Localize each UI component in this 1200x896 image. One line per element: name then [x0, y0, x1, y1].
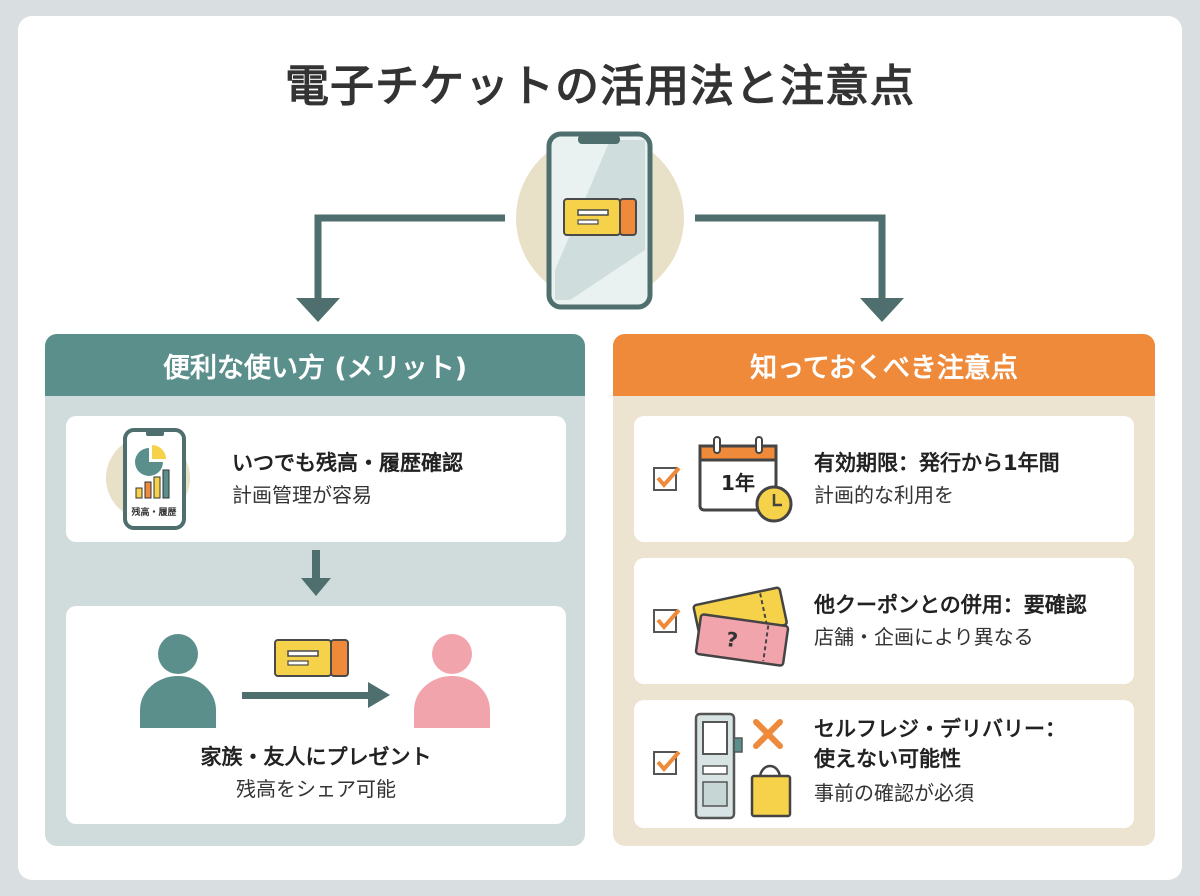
- merit-gift-desc: 残高をシェア可能: [236, 777, 396, 801]
- connector-arrow-right: [695, 214, 886, 298]
- calendar-clock-icon: 1年: [698, 436, 793, 523]
- merit-balance-desc: 計画管理が容易: [232, 483, 372, 507]
- shopping-bag-icon: [750, 774, 792, 818]
- merit-item-balance: 残高・履歴 いつでも残高・履歴確認 計画管理が容易: [66, 416, 566, 542]
- smartphone-ticket-icon: [546, 131, 653, 310]
- coupon-question-caption: ?: [725, 627, 740, 652]
- ticket-icon: [274, 639, 332, 677]
- merit-gift-title: 家族・友人にプレゼント: [200, 745, 432, 769]
- check-icon: [653, 750, 681, 775]
- arrow-head-right: [860, 298, 904, 322]
- merit-balance-title: いつでも残高・履歴確認: [232, 451, 463, 475]
- caution-self-register-title-1: セルフレジ・デリバリー：: [814, 717, 1066, 741]
- merits-header: 便利な使い方 (メリット): [45, 334, 585, 396]
- connector-arrow-left: [314, 214, 505, 298]
- caution-expiry-desc: 計画的な利用を: [814, 483, 954, 507]
- person-receiver: [432, 634, 472, 674]
- merit-item-gift: 家族・友人にプレゼント 残高をシェア可能: [66, 606, 566, 824]
- merit-down-arrow: [301, 550, 331, 596]
- caution-coupon-title: 他クーポンとの併用：要確認: [814, 593, 1087, 617]
- caution-self-register-title-2: 使えない可能性: [814, 747, 961, 771]
- caution-coupon-desc: 店舗・企画により異なる: [814, 625, 1034, 649]
- check-icon: [653, 466, 681, 491]
- caution-item-self-register: セルフレジ・デリバリー： 使えない可能性 事前の確認が必須: [634, 700, 1134, 828]
- phone-chart-caption: 残高・履歴: [131, 506, 176, 518]
- coupon-question-icon: ?: [692, 586, 790, 667]
- caution-self-register-desc: 事前の確認が必須: [814, 781, 974, 805]
- phone-chart-icon: 残高・履歴: [106, 428, 190, 530]
- person-giver: [158, 634, 198, 674]
- cautions-panel: 知っておくべき注意点 1年 有効期限：発行から1年間 計画的な利用を: [613, 334, 1155, 846]
- check-icon: [653, 608, 681, 633]
- cautions-header: 知っておくべき注意点: [613, 334, 1155, 396]
- gift-transfer-icon: [140, 634, 490, 728]
- caution-item-expiry: 1年 有効期限：発行から1年間 計画的な利用を: [634, 416, 1134, 542]
- arrow-head-left: [296, 298, 340, 322]
- merits-panel: 便利な使い方 (メリット) 残高・履歴 いつでも残高・履歴確認 計画管理が容易: [45, 334, 585, 846]
- calendar-caption: 1年: [721, 471, 755, 495]
- page-title: 電子チケットの活用法と注意点: [285, 61, 915, 112]
- caution-item-coupon: ? 他クーポンとの併用：要確認 店舗・企画により異なる: [634, 558, 1134, 684]
- caution-expiry-title: 有効期限：発行から1年間: [814, 451, 1060, 475]
- self-register-delivery-icon: [694, 712, 792, 820]
